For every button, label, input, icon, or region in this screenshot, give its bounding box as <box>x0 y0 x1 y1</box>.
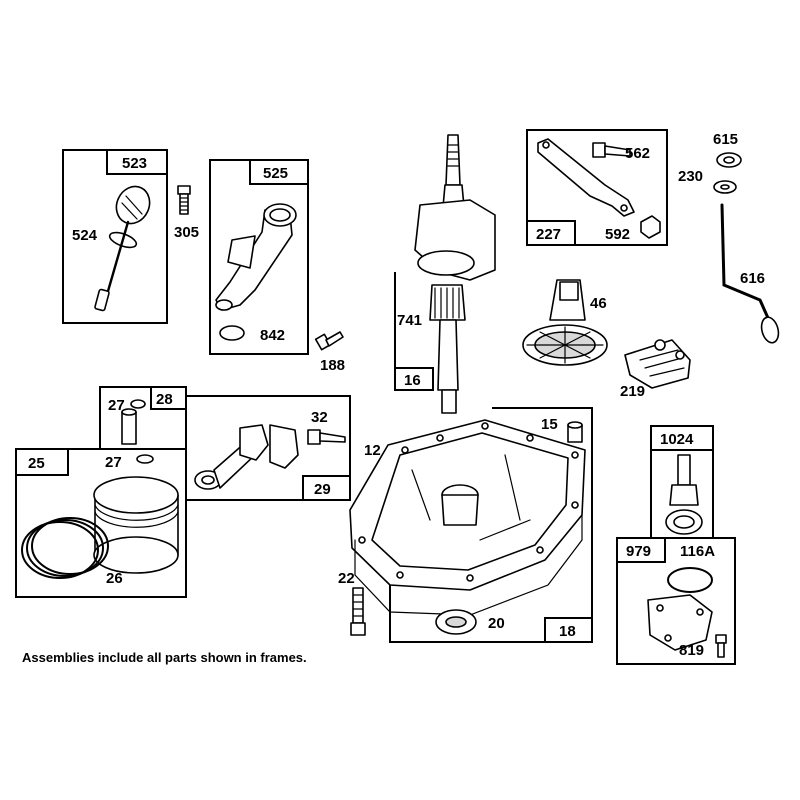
clip-27-top <box>130 399 146 409</box>
seal-20 <box>435 609 477 635</box>
plug-15 <box>567 421 583 443</box>
label-27-top: 27 <box>108 397 125 414</box>
frame-523-dipstick-assembly: 523 524 <box>62 149 168 324</box>
washer-230 <box>713 180 737 194</box>
bolt-305 <box>177 185 191 215</box>
nut-615 <box>716 152 742 168</box>
cover-plate-part <box>647 594 713 651</box>
bolt-22 <box>350 587 366 636</box>
frame-18-engine-sump: 18 15 20 <box>349 407 593 643</box>
footnote: Assemblies include all parts shown in fr… <box>22 650 307 665</box>
label-29: 29 <box>314 481 331 498</box>
frame-979-cover-assembly: 979 116A 819 <box>616 537 736 665</box>
label-525: 525 <box>263 165 288 182</box>
label-12: 12 <box>364 442 381 459</box>
label-616: 616 <box>740 270 765 287</box>
engine-sump-part <box>349 419 586 616</box>
label-230: 230 <box>678 168 703 185</box>
label-741: 741 <box>397 312 422 329</box>
label-842: 842 <box>260 327 285 344</box>
rod-bolt-32 <box>307 429 346 445</box>
label-305: 305 <box>174 224 199 241</box>
label-523: 523 <box>122 155 147 172</box>
label-22: 22 <box>338 570 355 587</box>
label-20: 20 <box>488 615 505 632</box>
frame-25-piston: 25 26 <box>15 448 187 598</box>
label-592: 592 <box>605 226 630 243</box>
label-979: 979 <box>626 543 651 560</box>
governor-219 <box>624 339 691 389</box>
balancer-part <box>665 454 703 535</box>
label-116a: 116A <box>680 543 715 560</box>
o-ring-116a <box>667 567 713 593</box>
label-227: 227 <box>536 226 561 243</box>
label-18: 18 <box>559 623 576 640</box>
o-ring-842 <box>219 325 245 341</box>
crankshaft-part <box>414 134 496 414</box>
label-16: 16 <box>404 372 421 389</box>
piston-pin <box>121 411 137 445</box>
label-46: 46 <box>590 295 607 312</box>
label-27-bottom: 27 <box>105 454 122 471</box>
frame-525-dipstick-tube: 525 842 <box>209 159 309 355</box>
frame-1024-balancer: 1024 <box>650 425 714 538</box>
label-15: 15 <box>541 416 558 433</box>
piston-rings-part <box>21 517 109 579</box>
label-26: 26 <box>106 570 123 587</box>
label-524: 524 <box>72 227 98 244</box>
frame-227-governor-lever: 227 562 592 <box>526 129 668 246</box>
label-188: 188 <box>320 357 345 374</box>
bolt-562 <box>592 142 631 158</box>
frame-29-connecting-rod: 29 32 <box>185 395 351 501</box>
bolt-188 <box>314 331 344 351</box>
dipstick-tube-part <box>215 203 297 311</box>
piston-part <box>93 476 179 574</box>
dipstick-part <box>94 185 151 312</box>
governor-shaft-616 <box>720 203 780 344</box>
label-219: 219 <box>620 383 645 400</box>
bolt-819 <box>715 634 727 658</box>
label-28: 28 <box>156 391 173 408</box>
nut-592 <box>640 215 661 239</box>
label-562: 562 <box>625 145 650 162</box>
clip-27-bottom <box>136 454 154 464</box>
connecting-rod-part <box>194 424 299 490</box>
camshaft-46 <box>522 279 608 366</box>
frame-28-piston-pin: 28 <box>99 386 187 450</box>
label-615: 615 <box>713 131 738 148</box>
label-819: 819 <box>679 642 704 659</box>
governor-lever-part <box>537 138 635 217</box>
label-25: 25 <box>28 455 45 472</box>
frame-16-crankshaft: 16 741 <box>394 134 496 414</box>
label-32: 32 <box>311 409 328 426</box>
label-1024: 1024 <box>660 431 694 448</box>
